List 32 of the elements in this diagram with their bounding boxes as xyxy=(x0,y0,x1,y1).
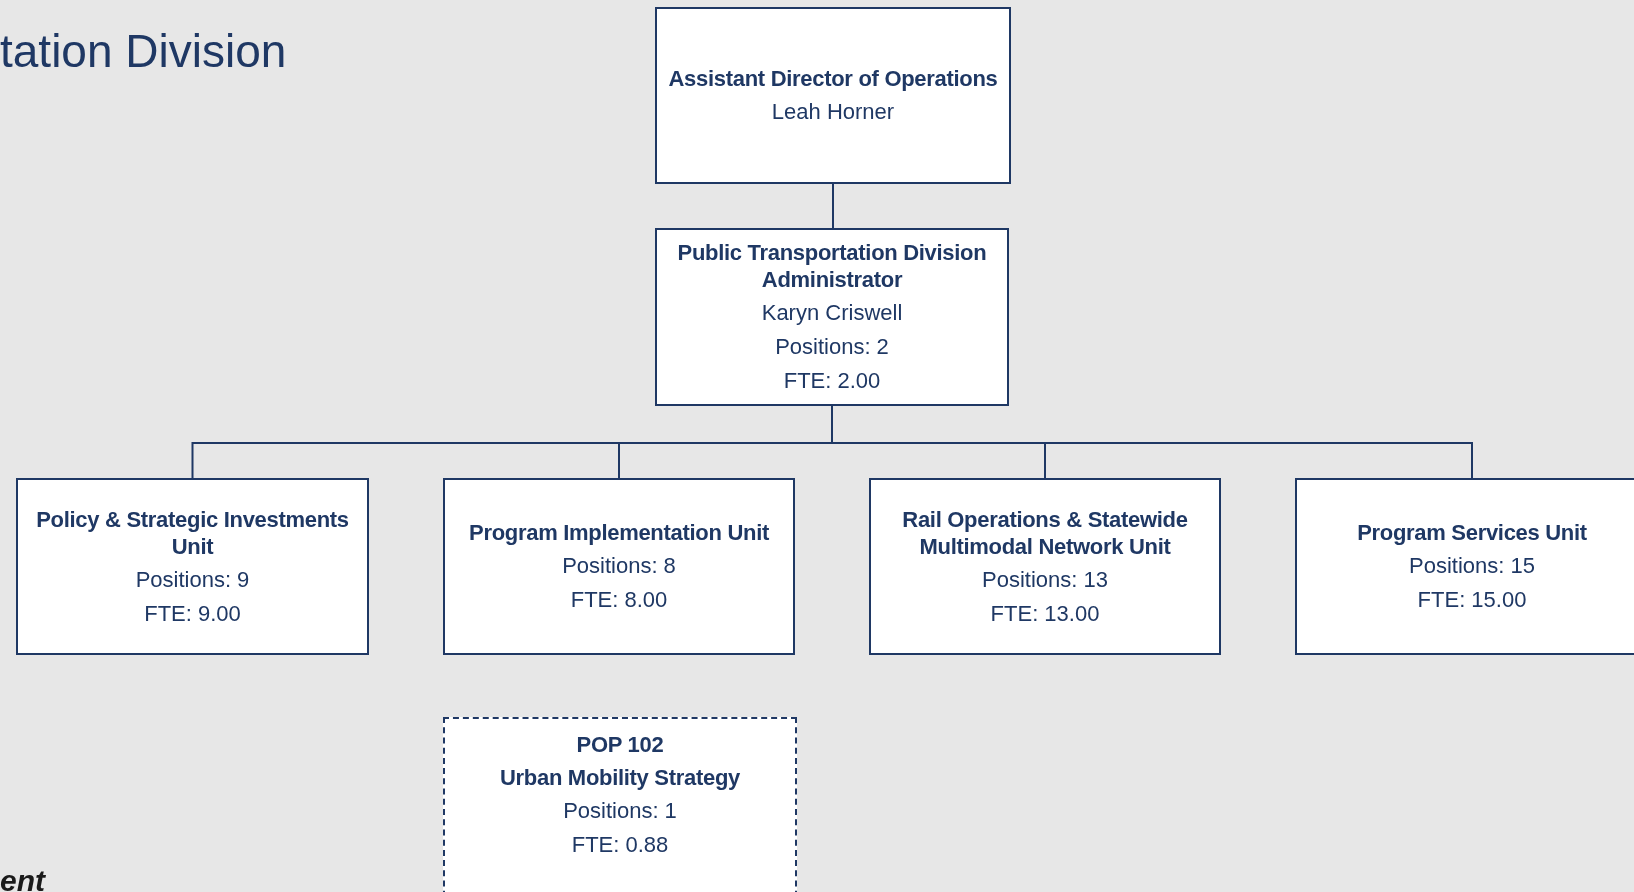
unit-title: Assistant Director of Operations xyxy=(668,65,998,92)
unit-detail: Leah Horner xyxy=(771,98,895,126)
unit-title: Urban Mobility Strategy xyxy=(500,764,740,791)
unit-detail: FTE: 0.88 xyxy=(571,831,669,859)
unit-detail: Positions: 8 xyxy=(562,552,676,580)
org-box xyxy=(443,478,795,655)
unit-detail: FTE: 13.00 xyxy=(990,599,1100,628)
unit-detail: Positions: 2 xyxy=(775,333,889,361)
unit-detail: FTE: 8.00 xyxy=(570,586,668,614)
unit-detail: FTE: 15.00 xyxy=(1417,586,1527,614)
unit-title: Policy & Strategic Investments Unit xyxy=(35,505,350,560)
org-box xyxy=(1295,478,1634,655)
unit-title: Program Services Unit xyxy=(1357,519,1587,546)
unit-detail: Karyn Criswell xyxy=(761,299,903,327)
org-box xyxy=(655,228,1009,406)
unit-title: Public Transportation Division Administrator xyxy=(676,239,988,293)
connector-line xyxy=(832,183,834,229)
unit-detail: FTE: 2.00 xyxy=(783,367,881,395)
unit-detail: Positions: 13 xyxy=(982,565,1108,594)
unit-detail: Positions: 1 xyxy=(563,797,677,825)
unit-detail: FTE: 9.00 xyxy=(144,599,241,628)
org-box xyxy=(869,478,1221,655)
org-box xyxy=(16,478,369,655)
unit-title: POP 102 xyxy=(576,731,664,758)
page-title: tation Division xyxy=(0,28,287,74)
unit-title: Rail Operations & Statewide Multimodal Network Unit xyxy=(901,505,1189,560)
dashed-position-box xyxy=(443,717,797,892)
unit-detail: Positions: 9 xyxy=(135,565,250,594)
unit-detail: Positions: 15 xyxy=(1409,552,1535,580)
cut-off-text: ent xyxy=(0,866,45,892)
unit-title: Program Implementation Unit xyxy=(469,519,769,546)
org-box xyxy=(655,7,1011,184)
